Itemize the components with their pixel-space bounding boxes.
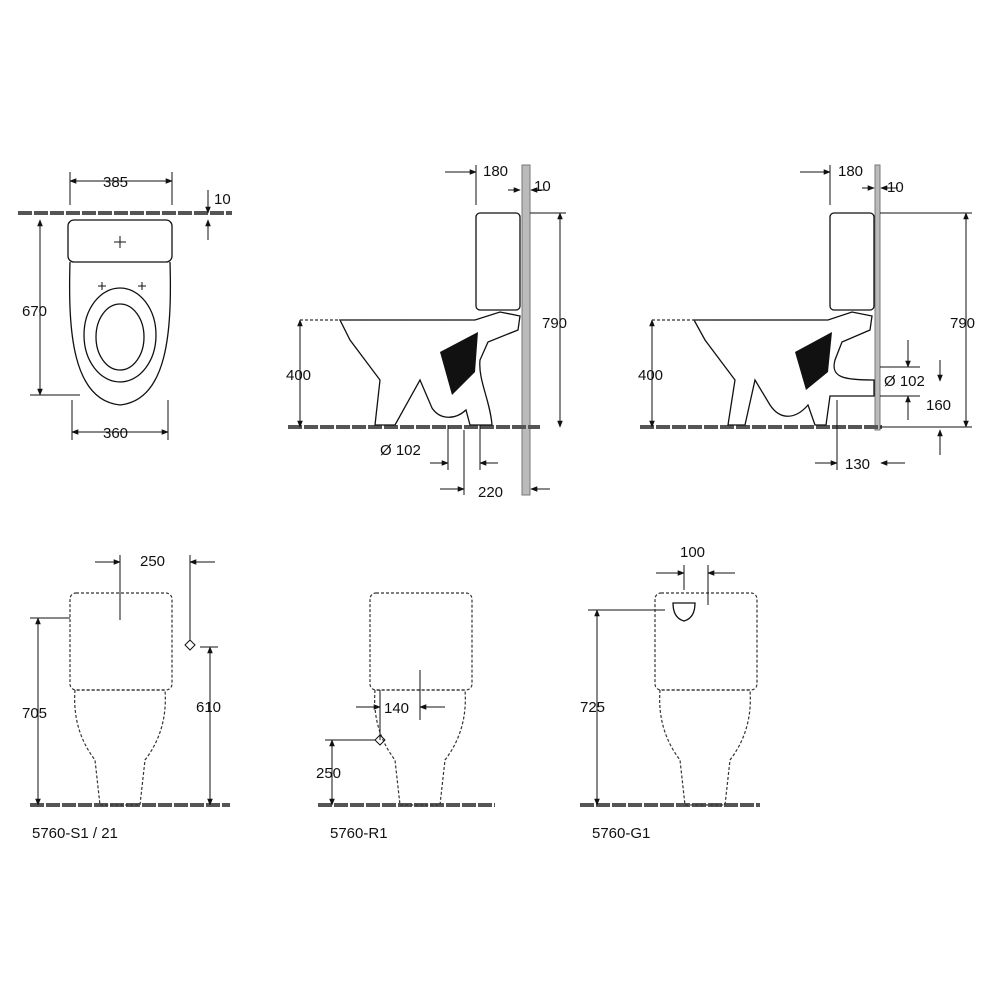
- fixing-points-icon: [98, 236, 146, 290]
- bowl-outline: [338, 311, 521, 426]
- trap-section: [440, 332, 478, 395]
- tank-outline: [475, 212, 521, 311]
- dim-height: 705: [22, 705, 47, 722]
- dim-height-total: 790: [950, 315, 975, 332]
- bowl-outline: [692, 311, 875, 426]
- dim-inlet-offset: 250: [140, 553, 165, 570]
- side-view-floor-outlet: 400 790 180 10 Ø 102 220: [286, 163, 567, 501]
- front-view-r1: 140 250 5760-R1: [316, 592, 495, 842]
- dim-width-top: 385: [103, 174, 128, 191]
- bowl-outline: [74, 689, 166, 806]
- dim-inlet-offset: 140: [384, 700, 409, 717]
- dim-height: 725: [580, 699, 605, 716]
- dim-seat-height: 400: [638, 367, 663, 384]
- model-label: 5760-R1: [330, 825, 388, 842]
- dim-gap: 10: [214, 191, 231, 208]
- seat-outline: [83, 287, 157, 383]
- dim-tank-depth: 180: [483, 163, 508, 180]
- tank-outline: [369, 592, 473, 691]
- dim-inlet-width: 100: [680, 544, 705, 561]
- dim-outlet-diameter: Ø 102: [380, 442, 421, 459]
- dim-outlet-distance: 130: [845, 456, 870, 473]
- top-view: 385 10 670 360: [18, 172, 232, 442]
- dim-gap: 10: [887, 179, 904, 196]
- bowl-outline: [68, 261, 172, 406]
- dim-height-total: 790: [542, 315, 567, 332]
- wall: [521, 164, 531, 496]
- tank-outline: [654, 592, 758, 691]
- wall: [874, 164, 881, 431]
- dim-seat-height: 400: [286, 367, 311, 384]
- dim-outlet-height: 160: [926, 397, 951, 414]
- inlet-icon: [672, 602, 696, 622]
- bowl-opening: [95, 303, 145, 371]
- dim-tank-depth: 180: [838, 163, 863, 180]
- inlet-icon: [184, 639, 196, 651]
- model-label: 5760-S1 / 21: [32, 825, 118, 842]
- trap-section: [795, 332, 832, 390]
- dim-gap: 10: [534, 178, 551, 195]
- side-view-wall-outlet: 400 790 180 10 Ø 102 160 130: [638, 163, 975, 473]
- dim-depth: 670: [22, 303, 47, 320]
- dim-outlet-diameter: Ø 102: [884, 373, 925, 390]
- tank-outline: [69, 592, 173, 691]
- dim-outlet-distance: 220: [478, 484, 503, 501]
- front-view-s1: 250 705 610 5760-S1 / 21: [22, 553, 230, 842]
- dim-inlet-height: 250: [316, 765, 341, 782]
- dim-width-bottom: 360: [103, 425, 128, 442]
- tank-outline: [67, 219, 173, 263]
- front-view-g1: 100 725 5760-G1: [580, 544, 760, 842]
- bowl-outline: [659, 689, 751, 806]
- dim-inlet-height: 610: [196, 699, 221, 716]
- tank-outline: [829, 212, 875, 311]
- inlet-icon: [374, 734, 386, 746]
- model-label: 5760-G1: [592, 825, 650, 842]
